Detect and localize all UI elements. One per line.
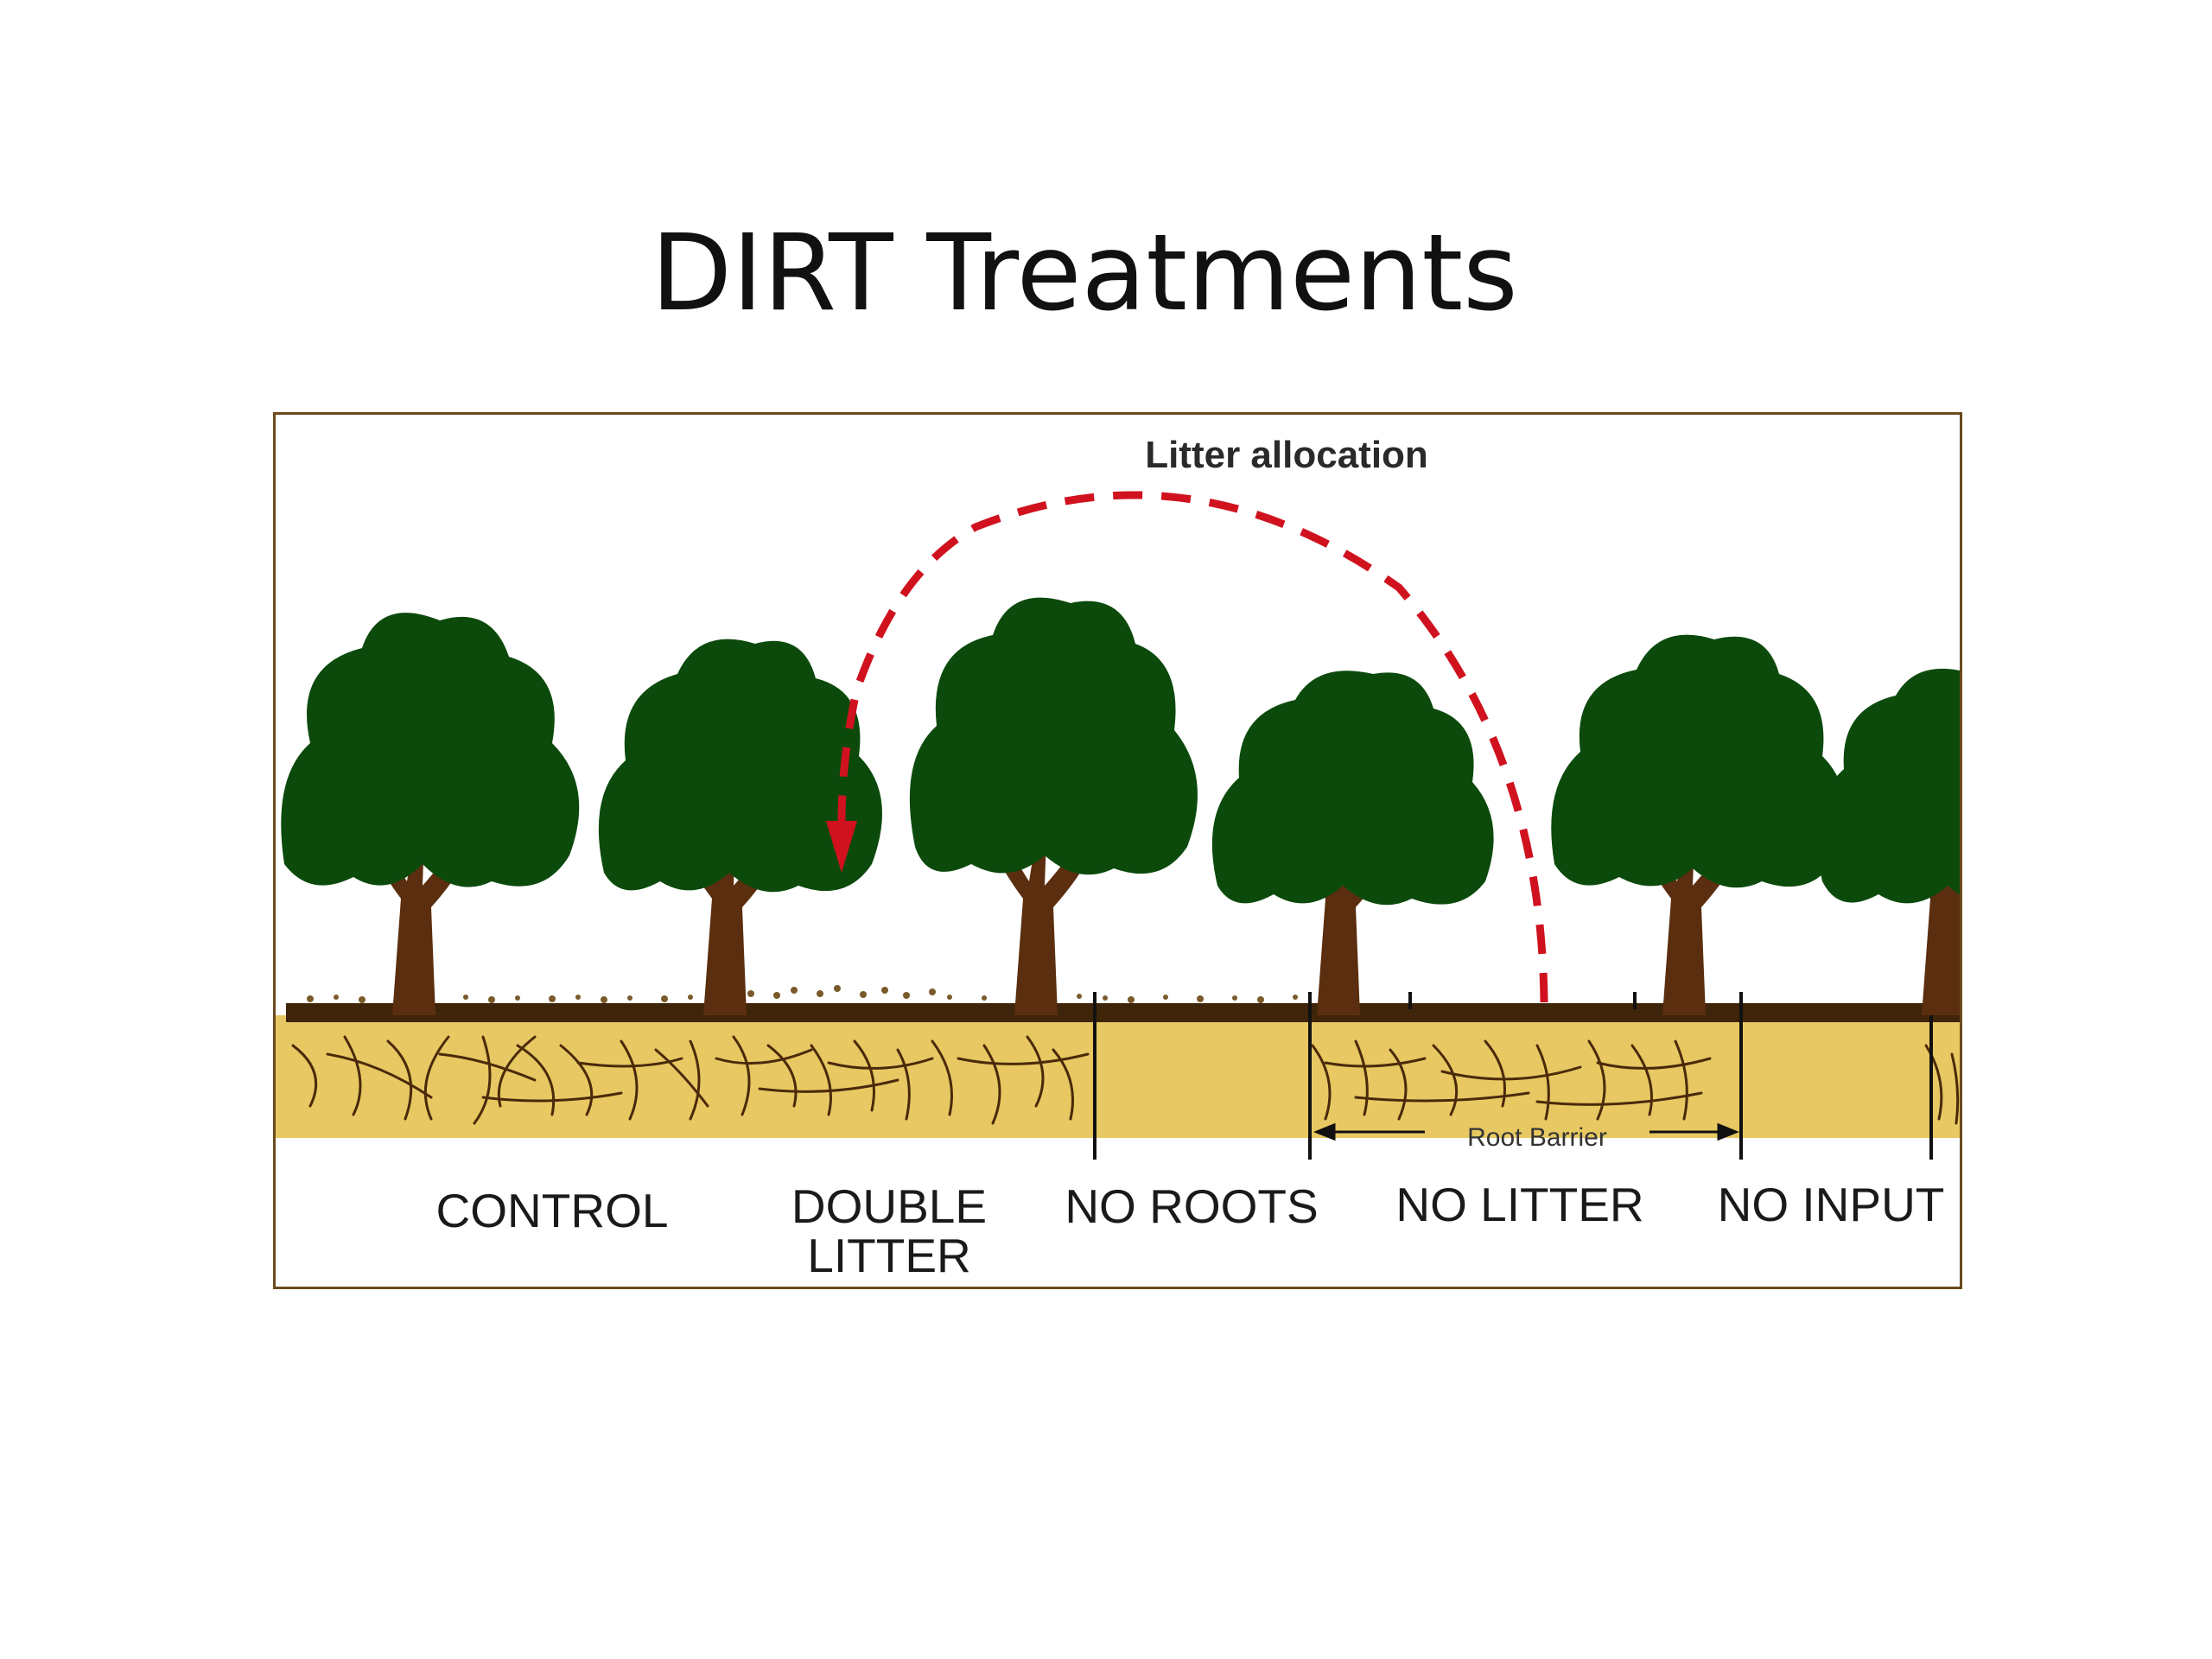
dirt-treatments-diagram: Litter allocation Root Barrier CONTROL D… bbox=[273, 412, 1962, 1289]
treatment-label-no-roots: NO ROOTS bbox=[1065, 1179, 1319, 1233]
root-barriers bbox=[1093, 992, 1933, 1160]
litter-allocation-arrowhead bbox=[826, 821, 857, 873]
root-barrier-arrows bbox=[1313, 1122, 1740, 1141]
treatment-label-no-litter: NO LITTER bbox=[1395, 1178, 1644, 1231]
root-mats bbox=[291, 1035, 1960, 1125]
soil-surface bbox=[286, 1003, 1960, 1022]
diagram-canvas bbox=[276, 491, 1960, 1160]
root-barrier-label: Root Barrier bbox=[1467, 1123, 1607, 1152]
tree-3 bbox=[909, 597, 1198, 1015]
litter-allocation-arrow-path bbox=[837, 491, 1548, 1003]
treatment-label-control: CONTROL bbox=[435, 1184, 669, 1237]
tree-4 bbox=[1211, 671, 1494, 1015]
treatment-label-double-litter: DOUBLE LITTER bbox=[791, 1179, 988, 1282]
litter-allocation-label: Litter allocation bbox=[1145, 434, 1428, 476]
tree-2 bbox=[598, 639, 882, 1015]
soil-layer bbox=[276, 1015, 1960, 1138]
tree-5 bbox=[1551, 634, 1846, 1015]
treatment-label-no-input: NO INPUT bbox=[1717, 1178, 1945, 1231]
slide-title: DIRT Treatments bbox=[651, 212, 1518, 334]
tree-1 bbox=[281, 613, 580, 1015]
tree-6 bbox=[1816, 668, 1960, 1015]
litter-layer bbox=[307, 985, 1358, 1004]
